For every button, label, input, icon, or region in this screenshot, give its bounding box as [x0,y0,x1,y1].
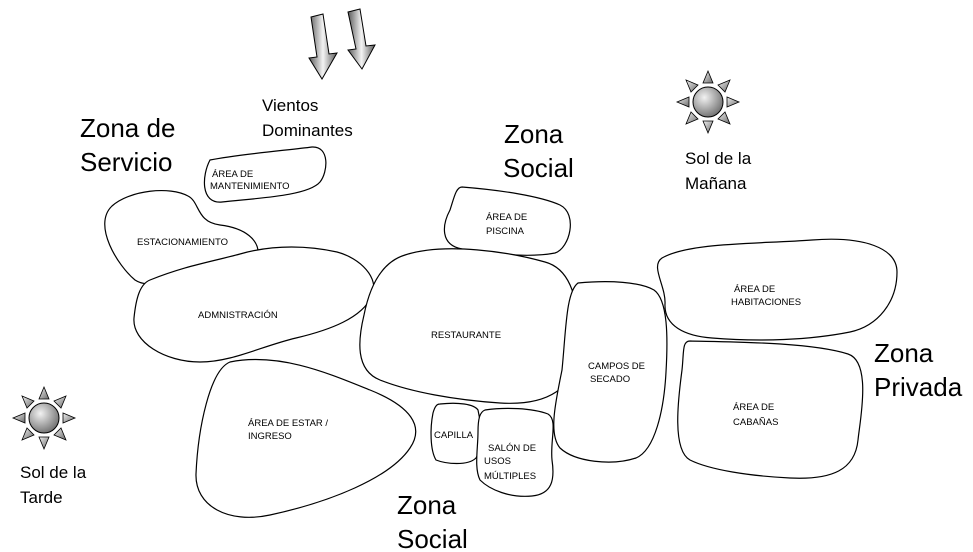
svg-text:ÁREA DE: ÁREA DE [733,402,774,413]
area-piscina-shape [443,186,571,256]
svg-text:ESTACIONAMIENTO: ESTACIONAMIENTO [137,237,228,248]
sun-icon [675,69,741,135]
svg-text:Zona: Zona [874,338,934,368]
label-piscina: ÁREA DE PISCINA [486,212,527,237]
svg-text:Tarde: Tarde [20,488,63,507]
svg-text:ÁREA DE: ÁREA DE [486,212,527,223]
area-administracion-shape [133,246,375,363]
zone-social-bottom-title: Zona Social [397,490,468,552]
svg-text:Social: Social [503,153,574,183]
svg-text:CABAÑAS: CABAÑAS [733,417,778,428]
svg-text:Servicio: Servicio [80,147,172,177]
label-habitaciones: ÁREA DE HABITACIONES [731,284,801,308]
label-restaurante: RESTAURANTE [431,330,501,341]
svg-text:Privada: Privada [874,372,963,402]
svg-text:Zona de: Zona de [80,113,175,143]
area-salon-shape [476,407,554,497]
svg-text:ÁREA DE: ÁREA DE [212,169,253,180]
area-capilla-shape [430,402,482,465]
svg-text:HABITACIONES: HABITACIONES [731,297,801,308]
svg-text:SALÓN DE: SALÓN DE [488,443,536,454]
svg-text:SECADO: SECADO [590,374,630,385]
label-cabanas: ÁREA DE CABAÑAS [733,402,778,428]
area-campos-shape [553,281,668,463]
label-estar: ÁREA DE ESTAR / INGRESO [248,418,328,442]
svg-text:CAPILLA: CAPILLA [434,430,474,441]
svg-text:MÚLTIPLES: MÚLTIPLES [484,471,536,482]
label-estacionamiento: ESTACIONAMIENTO [137,237,228,248]
sun-icon [11,385,77,451]
svg-text:ÁREA DE ESTAR /: ÁREA DE ESTAR / [248,418,328,429]
note-sol-manana: Sol de la Mañana [685,149,752,193]
svg-text:Sol de la: Sol de la [20,463,87,482]
area-cabanas-shape [677,340,864,479]
svg-text:PISCINA: PISCINA [486,226,525,237]
wind-arrow-icon [347,8,376,70]
svg-text:ÁREA DE: ÁREA DE [734,284,775,295]
svg-text:MANTENIMIENTO: MANTENIMIENTO [210,181,290,192]
label-capilla: CAPILLA [434,430,474,441]
zone-social-top-title: Zona Social [503,119,574,183]
svg-text:Zona: Zona [504,119,564,149]
zone-servicio-title: Zona de Servicio [80,113,175,177]
label-administracion: ADMNISTRACIÓN [198,310,278,321]
svg-text:Sol de la: Sol de la [685,149,752,168]
area-estar-shape [195,358,417,518]
svg-text:Social: Social [397,524,468,552]
note-vientos: Vientos Dominantes [262,96,353,140]
area-mantenimiento-shape [203,146,327,203]
svg-text:INGRESO: INGRESO [248,431,292,442]
area-restaurante-shape [359,248,579,404]
wind-arrow-icon [308,13,338,80]
svg-text:USOS: USOS [484,456,511,467]
note-sol-tarde: Sol de la Tarde [20,463,87,507]
svg-text:CAMPOS DE: CAMPOS DE [588,361,645,372]
label-campos: CAMPOS DE SECADO [588,361,645,385]
area-habitaciones-shape [656,238,898,341]
label-salon: SALÓN DE USOS MÚLTIPLES [484,443,536,482]
svg-text:Dominantes: Dominantes [262,121,353,140]
svg-text:Zona: Zona [397,490,457,520]
label-mantenimiento: ÁREA DE MANTENIMIENTO [210,169,290,192]
svg-text:Vientos: Vientos [262,96,318,115]
zone-privada-title: Zona Privada [874,338,963,402]
svg-text:ADMNISTRACIÓN: ADMNISTRACIÓN [198,310,278,321]
svg-text:Mañana: Mañana [685,174,747,193]
svg-text:RESTAURANTE: RESTAURANTE [431,330,501,341]
